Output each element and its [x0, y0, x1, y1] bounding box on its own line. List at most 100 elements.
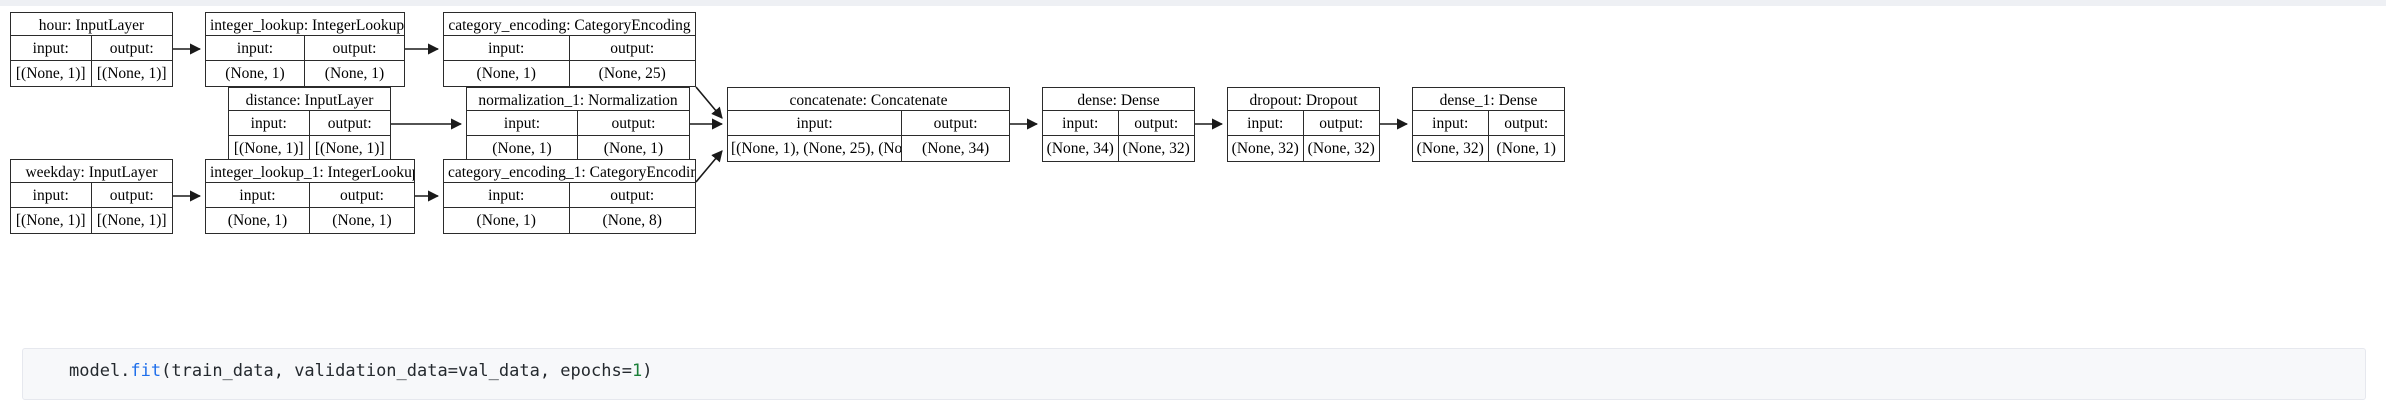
node-title: distance: InputLayer — [229, 88, 390, 111]
input-header: input: — [11, 36, 92, 60]
node-shape-row: (None, 1) (None, 1) — [206, 208, 414, 233]
output-header: output: — [340, 187, 384, 204]
output-header: output: — [610, 187, 655, 204]
node-title: integer_lookup_1: IntegerLookup — [206, 160, 414, 183]
output-header: output: — [1504, 115, 1549, 132]
input-header: input: — [1228, 111, 1304, 135]
input-header: input: — [467, 111, 578, 135]
output-header: output: — [327, 115, 372, 132]
node-shape-row: (None, 1) (None, 1) — [206, 61, 404, 86]
node-title: integer_lookup: IntegerLookup — [206, 13, 404, 36]
node-shape-row: (None, 34)(None, 32) — [1043, 136, 1194, 161]
output-shape: (None, 1) — [324, 65, 385, 82]
output-header: output: — [611, 115, 656, 132]
node-shape-row: (None, 1) (None, 8) — [444, 208, 695, 233]
node-header-row: input: output: — [11, 183, 172, 208]
output-header: output: — [332, 40, 377, 57]
node-shape-row: (None, 32)(None, 32) — [1228, 136, 1379, 161]
node-shape-row: (None, 1) (None, 1) — [467, 136, 689, 161]
node-title: concatenate: Concatenate — [728, 88, 1009, 111]
notebook-code-cell[interactable]: model.fit(train_data, validation_data=va… — [22, 348, 2366, 400]
edge-category-encoding-to-concatenate — [695, 86, 723, 119]
output-header: output: — [109, 40, 154, 57]
output-shape: (None, 25) — [598, 65, 666, 82]
edge-category-encoding-1-to-concatenate — [695, 150, 723, 183]
input-header: input: — [229, 111, 310, 135]
node-shape-row: [(None, 1)][(None, 1)] — [11, 208, 172, 233]
node-header-row: input: output: — [444, 183, 695, 208]
input-shape: [(None, 1)] — [11, 61, 92, 86]
output-shape: [(None, 1)] — [314, 140, 385, 157]
output-shape: (None, 8) — [602, 212, 662, 229]
output-shape: (None, 1) — [1496, 140, 1556, 157]
node-title: weekday: InputLayer — [11, 160, 172, 183]
input-header: input: — [206, 183, 310, 207]
output-shape: (None, 1) — [332, 212, 392, 229]
output-header: output: — [1134, 115, 1179, 132]
input-shape: (None, 34) — [1043, 136, 1119, 161]
node-header-row: input: output: — [1413, 111, 1564, 136]
input-shape: (None, 1) — [444, 61, 570, 86]
node-header-row: input: output: — [11, 36, 172, 61]
code-number-literal: 1 — [631, 361, 643, 381]
input-shape: (None, 1) — [467, 136, 578, 161]
input-header: input: — [444, 183, 570, 207]
input-shape: (None, 1) — [444, 208, 570, 233]
input-header: input: — [1413, 111, 1489, 135]
input-header: input: — [1043, 111, 1119, 135]
code-suffix: ) — [642, 361, 653, 381]
output-header: output: — [109, 187, 154, 204]
node-title: hour: InputLayer — [11, 13, 172, 36]
input-shape: (None, 32) — [1413, 136, 1489, 161]
node-shape-row: (None, 1) (None, 25) — [444, 61, 695, 86]
input-header: input: — [444, 36, 570, 60]
input-shape: (None, 1) — [206, 208, 310, 233]
code-line: model.fit(train_data, validation_data=va… — [69, 361, 652, 381]
input-shape: (None, 1) — [206, 61, 305, 86]
input-shape: [(None, 1)] — [11, 208, 92, 233]
node-header-row: input: output: — [444, 36, 695, 61]
input-shape: [(None, 1), (None, 25), (None, 8)] — [728, 136, 903, 161]
node-title: category_encoding: CategoryEncoding — [444, 13, 695, 36]
node-header-row: input:output: — [1228, 111, 1379, 136]
input-header: input: — [11, 183, 92, 207]
code-arguments: (train_data, validation_data=val_data, e… — [161, 361, 632, 381]
node-header-row: input: output: — [1043, 111, 1194, 136]
output-shape: (None, 32) — [1122, 140, 1190, 157]
node-shape-row: [(None, 1), (None, 25), (None, 8)] (None,… — [728, 136, 1009, 161]
code-function-name: fit — [130, 361, 162, 381]
node-header-row: input:output: — [206, 36, 404, 61]
input-header: input: — [728, 111, 903, 135]
input-shape: (None, 32) — [1228, 136, 1304, 161]
output-shape: (None, 32) — [1307, 140, 1375, 157]
output-header: output: — [610, 40, 655, 57]
output-shape: [(None, 1)] — [96, 212, 167, 229]
output-shape: (None, 34) — [922, 140, 990, 157]
node-header-row: input:output: — [728, 111, 1009, 136]
node-title: dense_1: Dense — [1413, 88, 1564, 111]
output-shape: (None, 1) — [603, 140, 664, 157]
node-title: category_encoding_1: CategoryEncoding — [444, 160, 695, 183]
output-shape: [(None, 1)] — [96, 65, 167, 82]
input-shape: [(None, 1)] — [229, 136, 310, 161]
node-header-row: input: output: — [206, 183, 414, 208]
node-header-row: input: output: — [229, 111, 390, 136]
node-shape-row: (None, 32) (None, 1) — [1413, 136, 1564, 161]
node-shape-row: [(None, 1)][(None, 1)] — [11, 61, 172, 86]
node-title: normalization_1: Normalization — [467, 88, 689, 111]
node-shape-row: [(None, 1)][(None, 1)] — [229, 136, 390, 161]
